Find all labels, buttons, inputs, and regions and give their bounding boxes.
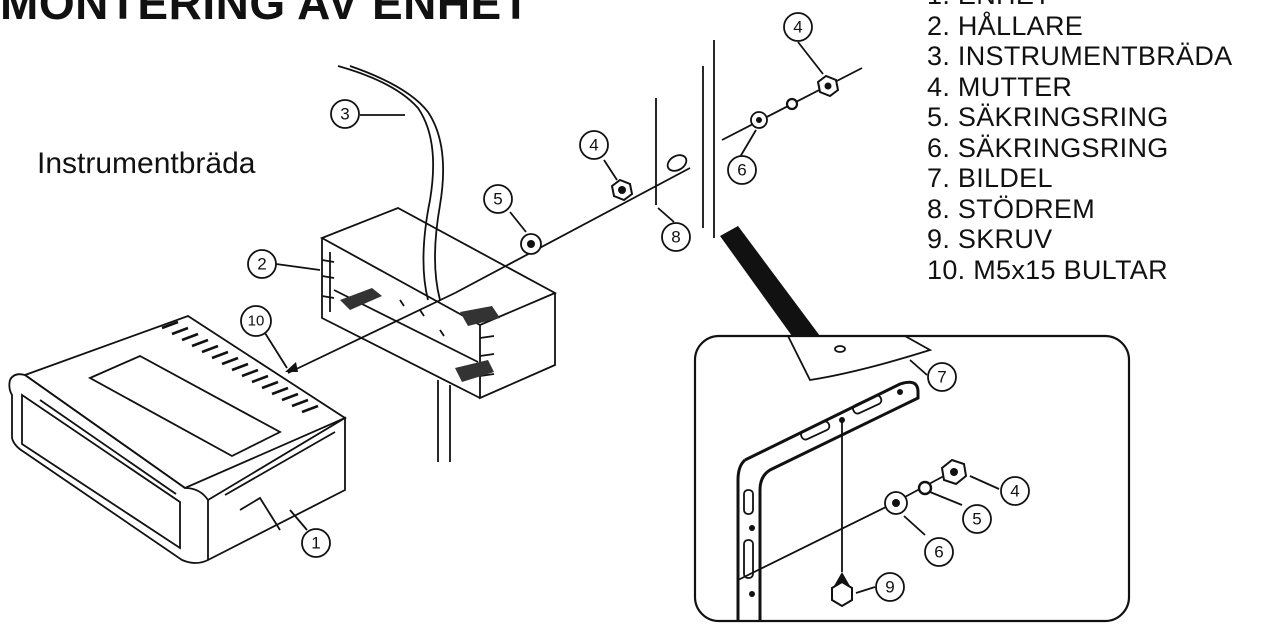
callout-4: 4 bbox=[1000, 476, 1030, 506]
callout-6: 6 bbox=[924, 537, 954, 567]
svg-text:3: 3 bbox=[340, 105, 349, 124]
callout-10: 10 bbox=[240, 305, 272, 337]
legend-item: 3. INSTRUMENTBRÄDA bbox=[927, 41, 1233, 71]
dashboard-label: Instrumentbräda bbox=[37, 147, 256, 180]
svg-text:6: 6 bbox=[737, 161, 746, 180]
callout-6: 6 bbox=[727, 155, 757, 185]
callout-3: 3 bbox=[330, 99, 360, 129]
callout-5: 5 bbox=[483, 184, 513, 214]
legend-item: 7. BILDEL bbox=[927, 163, 1053, 193]
legend-item: 5. SÄKRINGSRING bbox=[927, 102, 1169, 132]
callout-1: 1 bbox=[301, 528, 331, 558]
legend-item: 2. HÅLLARE bbox=[927, 10, 1084, 41]
svg-text:8: 8 bbox=[671, 228, 680, 247]
svg-text:6: 6 bbox=[934, 543, 943, 562]
callout-7: 7 bbox=[927, 362, 957, 392]
callout-8: 8 bbox=[661, 222, 691, 252]
dashboard-panel bbox=[337, 65, 451, 462]
detail-inset bbox=[693, 226, 1131, 623]
legend-item: 9. SKRUV bbox=[927, 224, 1053, 254]
callout-4: 4 bbox=[579, 130, 609, 160]
parts-legend: 1. ENHET 2. HÅLLARE 3. INSTRUMENTBRÄDA 4… bbox=[927, 0, 1232, 285]
legend-item: 10. M5x15 BULTAR bbox=[927, 254, 1168, 285]
svg-text:5: 5 bbox=[493, 190, 502, 209]
svg-text:4: 4 bbox=[793, 18, 802, 37]
diagram-title: MONTERING AV ENHET bbox=[0, 0, 531, 29]
mounting-sleeve bbox=[319, 207, 558, 400]
svg-text:4: 4 bbox=[1010, 482, 1019, 501]
legend-item: 8. STÖDREM bbox=[927, 193, 1096, 224]
callout-2: 2 bbox=[247, 249, 277, 279]
svg-text:9: 9 bbox=[885, 578, 894, 597]
radio-unit bbox=[8, 315, 347, 564]
callout-9: 9 bbox=[875, 572, 905, 602]
svg-text:7: 7 bbox=[937, 368, 946, 387]
rear-bolt-assembly bbox=[285, 40, 863, 374]
svg-text:1: 1 bbox=[311, 534, 320, 553]
svg-text:5: 5 bbox=[972, 510, 981, 529]
callout-5: 5 bbox=[962, 504, 992, 534]
legend-item: 6. SÄKRINGSRING bbox=[927, 132, 1169, 163]
legend-item: 4. MUTTER bbox=[927, 71, 1073, 102]
leader-lines bbox=[264, 41, 1000, 594]
svg-text:2: 2 bbox=[257, 255, 266, 274]
svg-text:4: 4 bbox=[589, 136, 598, 155]
legend-item: 1. ENHET bbox=[927, 0, 1232, 11]
svg-text:10: 10 bbox=[248, 313, 265, 330]
callout-4: 4 bbox=[783, 12, 813, 42]
